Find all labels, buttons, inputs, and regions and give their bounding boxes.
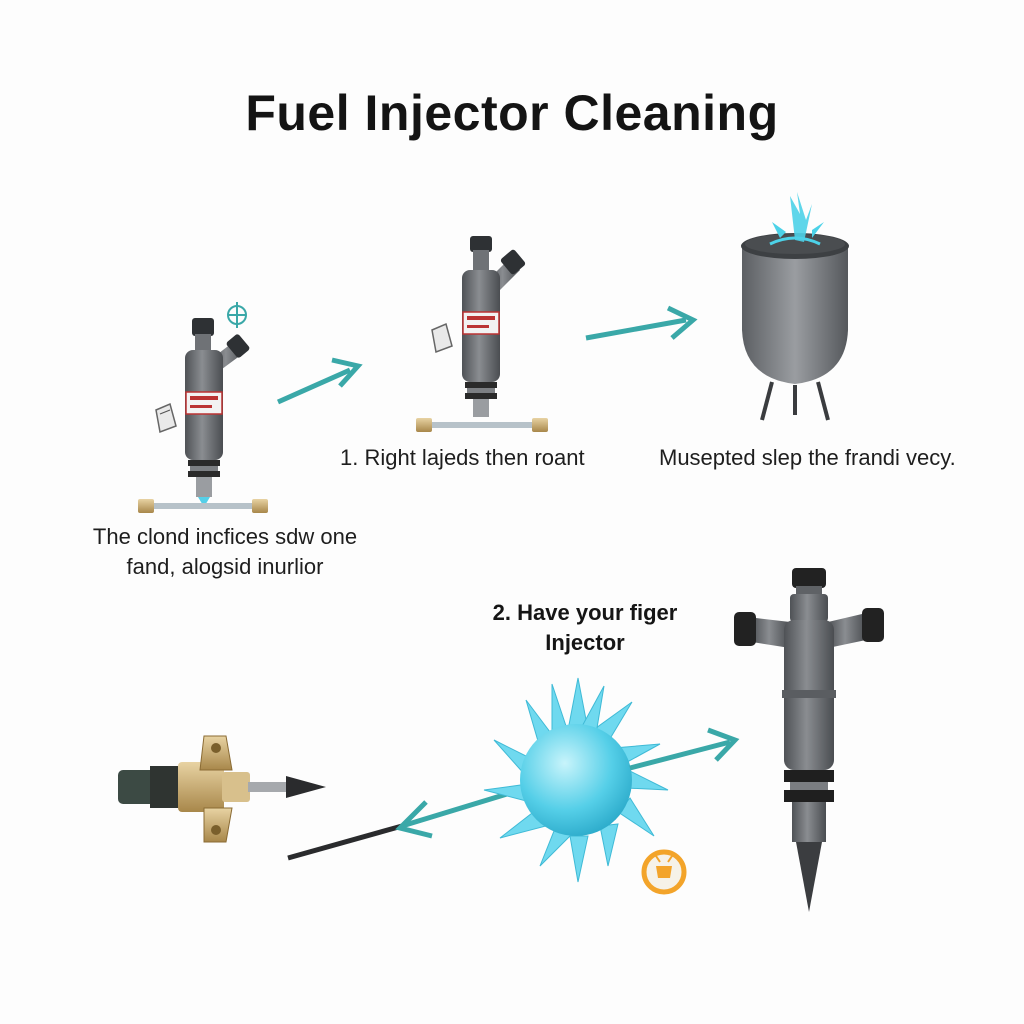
arrow-step2 bbox=[585, 305, 698, 341]
fuel-rail-icon-left bbox=[138, 499, 268, 513]
left-injector-caption-line1: The clond incfices sdw one bbox=[92, 524, 358, 549]
step-two-caption: 2. Have your figer Injector bbox=[455, 598, 715, 658]
injector-icon-middle bbox=[462, 236, 526, 417]
step-two-caption-line2: Injector bbox=[545, 630, 625, 655]
fuel-rail-icon-middle bbox=[416, 418, 548, 432]
arrow-step1 bbox=[276, 357, 363, 405]
arrow-step3 bbox=[629, 727, 740, 771]
clip-icon-middle bbox=[431, 322, 453, 354]
spray-icon bbox=[769, 192, 824, 246]
spiky-orb-icon bbox=[483, 677, 669, 883]
badge-icon bbox=[641, 849, 687, 895]
left-injector-caption-line2: fand, alogsid inurlior bbox=[126, 554, 324, 579]
cleaning-vessel-icon bbox=[741, 233, 849, 421]
injector-icon-large bbox=[734, 568, 884, 912]
step-one-caption: 1. Right lajeds then roant bbox=[340, 445, 585, 470]
arrow-needle bbox=[287, 787, 521, 861]
injector-icon-left bbox=[185, 318, 250, 507]
left-injector-caption: The clond incfices sdw one fand, alogsid… bbox=[60, 522, 390, 582]
page-title: Fuel Injector Cleaning bbox=[245, 85, 779, 141]
vessel-caption: Musepted slep the frandi vecy. bbox=[659, 445, 956, 470]
clip-icon-left bbox=[155, 402, 177, 434]
step-two-caption-line1: 2. Have your figer bbox=[492, 600, 678, 625]
crosshair-icon bbox=[227, 302, 247, 328]
sensor-component-icon bbox=[118, 735, 326, 843]
